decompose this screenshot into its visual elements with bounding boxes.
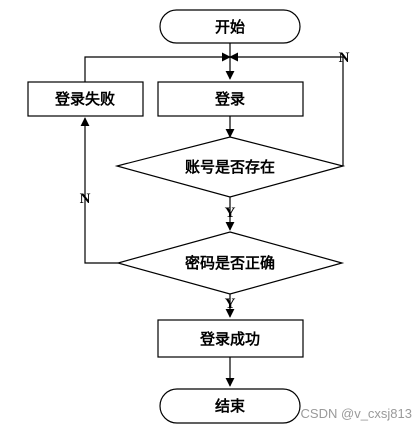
node-login-success: 登录成功 bbox=[157, 319, 304, 358]
connector-account-no-loop bbox=[229, 52, 344, 166]
node-check-password-label: 密码是否正确 bbox=[185, 254, 275, 272]
node-check-account-label: 账号是否存在 bbox=[185, 158, 275, 176]
node-start-label: 开始 bbox=[215, 18, 245, 36]
node-login: 登录 bbox=[157, 81, 304, 117]
node-check-account: 账号是否存在 bbox=[114, 136, 346, 198]
edge-label-account-yes: Y bbox=[225, 205, 236, 221]
node-login-success-label: 登录成功 bbox=[199, 330, 260, 348]
node-login-failed-label: 登录失败 bbox=[54, 90, 115, 108]
connector-login-failed-to-login bbox=[84, 52, 231, 82]
node-check-password: 密码是否正确 bbox=[115, 231, 345, 295]
node-start: 开始 bbox=[159, 9, 301, 44]
node-end-label: 结束 bbox=[215, 397, 246, 415]
edge-label-password-yes: Y bbox=[225, 296, 236, 312]
node-login-label: 登录 bbox=[214, 90, 245, 108]
edge-label-account-no: N bbox=[339, 50, 350, 66]
edge-label-password-no: N bbox=[80, 191, 91, 207]
node-login-failed: 登录失败 bbox=[27, 81, 144, 117]
watermark: CSDN @v_cxsj813 bbox=[301, 406, 412, 421]
node-end: 结束 bbox=[159, 388, 301, 424]
connector-password-no bbox=[80, 117, 118, 264]
